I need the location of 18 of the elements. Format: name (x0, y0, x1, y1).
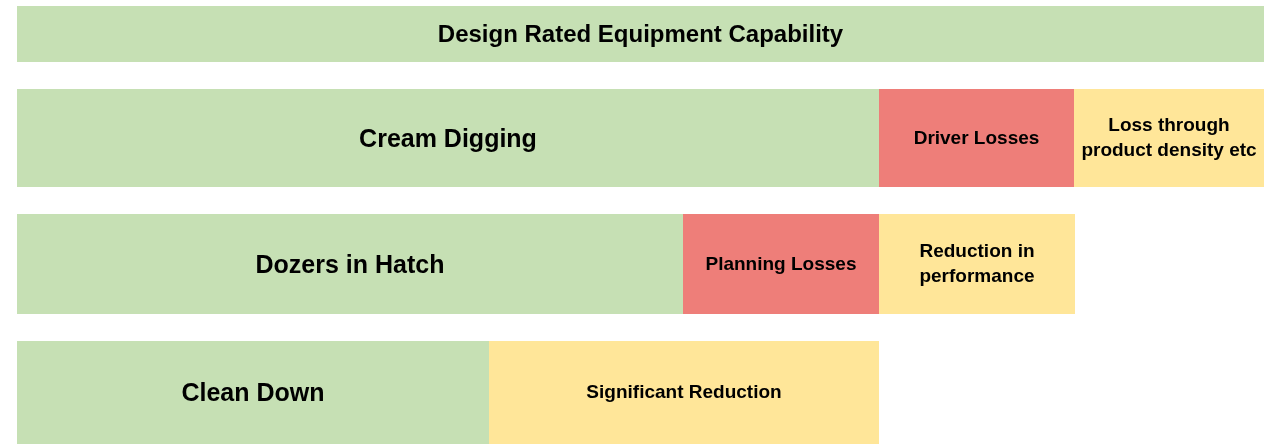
capability-bar (17, 341, 489, 444)
bar-label: Loss through product density etc (1080, 113, 1258, 162)
bar-label: Cream Digging (359, 122, 537, 154)
reduction-bar (489, 341, 879, 444)
bar-label: Planning Losses (705, 251, 857, 276)
loss-bar (683, 214, 879, 314)
bar-label: Significant Reduction (586, 380, 782, 405)
capability-bar (17, 214, 683, 314)
reduction-bar (1074, 89, 1264, 187)
bar-label: Dozers in Hatch (255, 248, 445, 280)
reduction-bar (879, 214, 1075, 314)
loss-bar (879, 89, 1074, 187)
bar-label: Design Rated Equipment Capability (437, 19, 844, 50)
bar-label: Reduction in performance (918, 239, 1036, 288)
capability-bar (17, 6, 1264, 62)
bar-label: Driver Losses (913, 125, 1040, 150)
capability-bar (17, 89, 879, 187)
bar-label: Clean Down (181, 377, 325, 409)
